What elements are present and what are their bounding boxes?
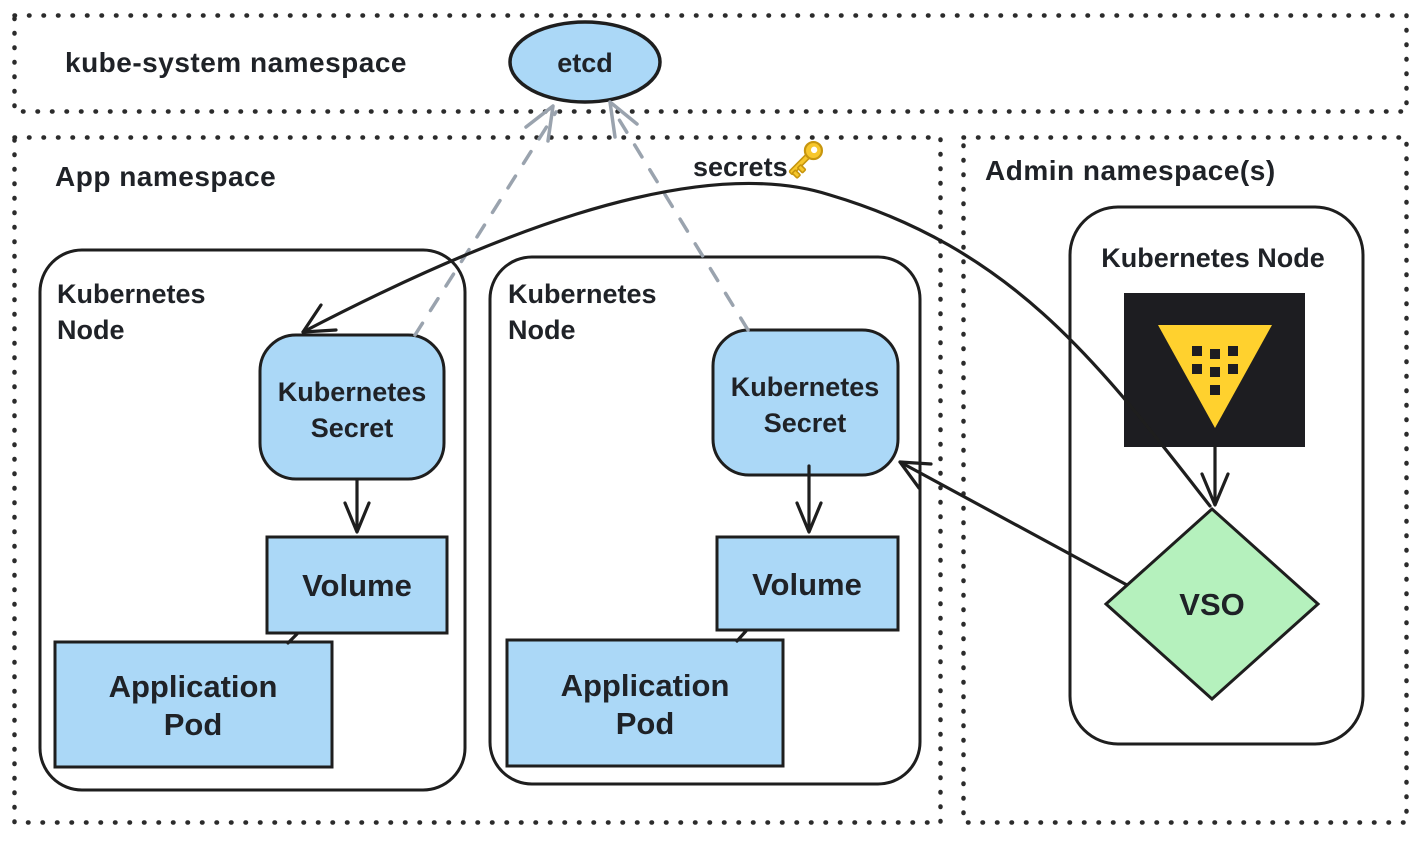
volume-1-to-pod-1-link	[286, 632, 299, 645]
key-icon	[788, 140, 824, 179]
secret-2-to-etcd-arrowhead	[608, 100, 639, 139]
secret-2-box	[711, 328, 900, 477]
volume-1-label: Volume	[302, 568, 412, 603]
vault-logo-icon	[1124, 293, 1305, 447]
solid-arrows-group	[286, 181, 1230, 645]
secret-2-to-volume-2-arrowhead	[795, 501, 823, 534]
vault-logo-dots	[1192, 346, 1238, 395]
vault-to-vso-arrowhead	[1200, 472, 1230, 507]
app-namespace-box	[12, 135, 943, 825]
dashed-arrows-group	[413, 100, 750, 337]
vso-to-secret-2-line	[898, 460, 1129, 587]
key-icon-hole	[810, 146, 818, 154]
vso-to-secret-1-arrowhead	[301, 303, 338, 334]
secret-1-to-etcd-dashed-line	[413, 110, 558, 337]
admin-namespace-label: Admin namespace(s)	[985, 155, 1276, 186]
vso-shape	[1103, 506, 1321, 702]
pod-2-box	[505, 638, 785, 768]
vso-label: VSO	[1179, 587, 1244, 622]
kube-system-namespace-box	[12, 13, 1409, 114]
volume-1-box	[265, 535, 449, 635]
volume-2-box	[715, 535, 900, 632]
secret-1-box	[258, 333, 446, 481]
admin-node-title: Kubernetes Node	[1101, 243, 1325, 273]
secret-1-to-etcd-arrowhead	[524, 104, 555, 143]
volume-2-label: Volume	[752, 567, 862, 602]
secrets-flow-label: secrets	[693, 152, 788, 182]
vso-to-secret-1-curve	[301, 181, 1212, 508]
app-namespace-label: App namespace	[55, 161, 276, 192]
secret-1-to-volume-1-arrowhead	[343, 501, 371, 534]
etcd-label: etcd	[557, 48, 613, 78]
pod-1-box	[53, 640, 334, 769]
admin-namespace-box	[961, 135, 1409, 825]
volume-2-to-pod-2-link	[735, 629, 748, 643]
vso-to-secret-2-arrowhead	[898, 460, 933, 490]
etcd-shape	[508, 20, 662, 104]
kube-system-namespace-label: kube-system namespace	[65, 47, 407, 78]
secret-2-to-etcd-dashed-line	[610, 106, 750, 332]
